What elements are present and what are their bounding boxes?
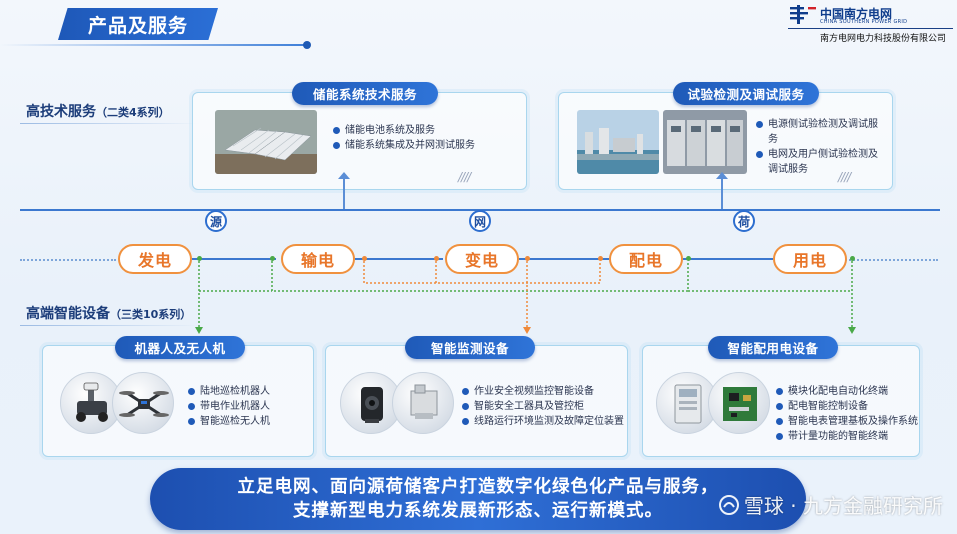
list-item: 智能巡检无人机 bbox=[188, 414, 308, 429]
page-title: 产品及服务 bbox=[58, 8, 218, 40]
device-list: 陆地巡检机器人 带电作业机器人 智能巡检无人机 bbox=[188, 384, 308, 429]
drone-icon bbox=[119, 391, 169, 417]
connector-line bbox=[343, 176, 345, 210]
logo-divider bbox=[788, 28, 953, 29]
service-panel-title: 储能系统技术服务 bbox=[292, 82, 438, 105]
title-underline bbox=[0, 44, 308, 46]
stage-consumption: 用电 bbox=[773, 244, 847, 274]
device-panel-title: 机器人及无人机 bbox=[115, 336, 245, 359]
safety-tool-icon bbox=[410, 384, 438, 419]
list-item: 智能电表管理基板及操作系统 bbox=[776, 414, 918, 429]
company-logo: 中国南方电网 CHINA SOUTHERN POWER GRID 南方电网电力科… bbox=[788, 4, 953, 44]
camera-icon bbox=[361, 387, 383, 423]
list-item: 储能电池系统及服务 bbox=[333, 123, 513, 138]
device-list: 作业安全视频监控智能设备 智能安全工器具及管控柜 线路运行环境监测及故障定位装置 bbox=[462, 384, 627, 429]
logo-chinese-name: 中国南方电网 bbox=[820, 7, 893, 21]
junction-dot bbox=[434, 256, 439, 261]
section-label-text: 高端智能设备 bbox=[26, 306, 110, 322]
circuit-board-icon bbox=[723, 387, 757, 421]
tool-cabinet-image bbox=[392, 372, 454, 434]
company-name: 南方电网电力科技股份有限公司 bbox=[820, 34, 947, 44]
list-item: 线路运行环境监测及故障定位装置 bbox=[462, 414, 627, 429]
service-panel-title: 试验检测及调试服务 bbox=[673, 82, 819, 105]
junction-dot bbox=[850, 256, 855, 261]
stage-substation: 变电 bbox=[445, 244, 519, 274]
banner-line-1: 立足电网、面向源荷储客户打造数字化绿色化产品与服务， bbox=[237, 477, 719, 497]
load-badge: 荷 bbox=[733, 210, 755, 232]
grid-badge: 网 bbox=[469, 210, 491, 232]
smart-meter-icon bbox=[674, 384, 702, 424]
watermark: 雪球 · 九方金融研究所 bbox=[718, 490, 943, 519]
drone-image bbox=[112, 372, 174, 434]
junction-dot bbox=[270, 256, 275, 261]
list-item: 带计量功能的智能终端 bbox=[776, 429, 918, 444]
device-panel-title: 智能配用电设备 bbox=[708, 336, 838, 359]
summary-banner: 立足电网、面向源荷储客户打造数字化绿色化产品与服务， 支撑新型电力系统发展新形态… bbox=[150, 468, 806, 530]
service-list: 储能电池系统及服务 储能系统集成及并网测试服务 bbox=[333, 123, 513, 153]
device-connector-lines bbox=[195, 261, 856, 334]
watermark-text: 雪球 · 九方金融研究所 bbox=[743, 494, 943, 518]
junction-dot bbox=[598, 256, 603, 261]
meter-image bbox=[656, 372, 718, 434]
list-item: 电网及用户侧试验检测及调试服务 bbox=[756, 147, 886, 177]
stage-generation: 发电 bbox=[118, 244, 192, 274]
stage-distribution: 配电 bbox=[609, 244, 683, 274]
pipeline-dotted-start bbox=[20, 259, 116, 261]
pipeline-dotted-end bbox=[826, 259, 938, 261]
list-item: 智能安全工器具及管控柜 bbox=[462, 399, 627, 414]
title-dot bbox=[303, 41, 311, 49]
section-label-high-tech: 高技术服务（二类4系列） bbox=[26, 101, 170, 121]
stage-transmission: 输电 bbox=[281, 244, 355, 274]
section-label-text: 高技术服务 bbox=[26, 104, 96, 120]
arrow-up-icon bbox=[338, 172, 350, 179]
source-badge: 源 bbox=[205, 210, 227, 232]
junction-dot bbox=[197, 256, 202, 261]
arrow-up-icon bbox=[716, 172, 728, 179]
logo-english-name: CHINA SOUTHERN POWER GRID bbox=[820, 19, 908, 25]
snowball-logo-icon bbox=[718, 494, 739, 515]
list-item: 电源侧试验检测及调试服务 bbox=[756, 117, 886, 147]
list-item: 作业安全视频监控智能设备 bbox=[462, 384, 627, 399]
device-list: 模块化配电自动化终端 配电智能控制设备 智能电表管理基板及操作系统 带计量功能的… bbox=[776, 384, 918, 444]
banner-line-2: 支撑新型电力系统发展新形态、运行新模式。 bbox=[293, 501, 663, 521]
list-item: 带电作业机器人 bbox=[188, 399, 308, 414]
hatch-decoration: //// bbox=[838, 170, 851, 184]
pipeline-connector bbox=[192, 258, 276, 260]
list-item: 模块化配电自动化终端 bbox=[776, 384, 918, 399]
device-panel-title: 智能监测设备 bbox=[405, 336, 535, 359]
junction-dot bbox=[686, 256, 691, 261]
circuit-board-image bbox=[708, 372, 770, 434]
power-grid-logo-icon bbox=[790, 5, 816, 24]
connector-line bbox=[721, 176, 723, 210]
list-item: 配电智能控制设备 bbox=[776, 399, 918, 414]
pipeline-connector bbox=[519, 258, 609, 260]
junction-dot bbox=[525, 256, 530, 261]
pipeline-connector bbox=[683, 258, 773, 260]
pipeline-connector bbox=[355, 258, 443, 260]
robot-icon bbox=[76, 382, 108, 422]
section-label-sub: （三类10系列） bbox=[110, 308, 192, 321]
power-plant-photo bbox=[577, 110, 659, 174]
energy-storage-photo bbox=[215, 110, 317, 174]
hatch-decoration: //// bbox=[458, 170, 471, 184]
service-list: 电源侧试验检测及调试服务 电网及用户侧试验检测及调试服务 bbox=[756, 117, 886, 177]
list-item: 陆地巡检机器人 bbox=[188, 384, 308, 399]
section-label-high-end: 高端智能设备（三类10系列） bbox=[26, 303, 191, 323]
camera-image bbox=[340, 372, 402, 434]
robot-image bbox=[60, 372, 122, 434]
section-underline bbox=[20, 123, 200, 124]
section-label-sub: （二类4系列） bbox=[96, 106, 170, 119]
list-item: 储能系统集成及并网测试服务 bbox=[333, 138, 513, 153]
test-lab-photo bbox=[663, 110, 747, 174]
section-underline bbox=[20, 325, 200, 326]
junction-dot bbox=[362, 256, 367, 261]
